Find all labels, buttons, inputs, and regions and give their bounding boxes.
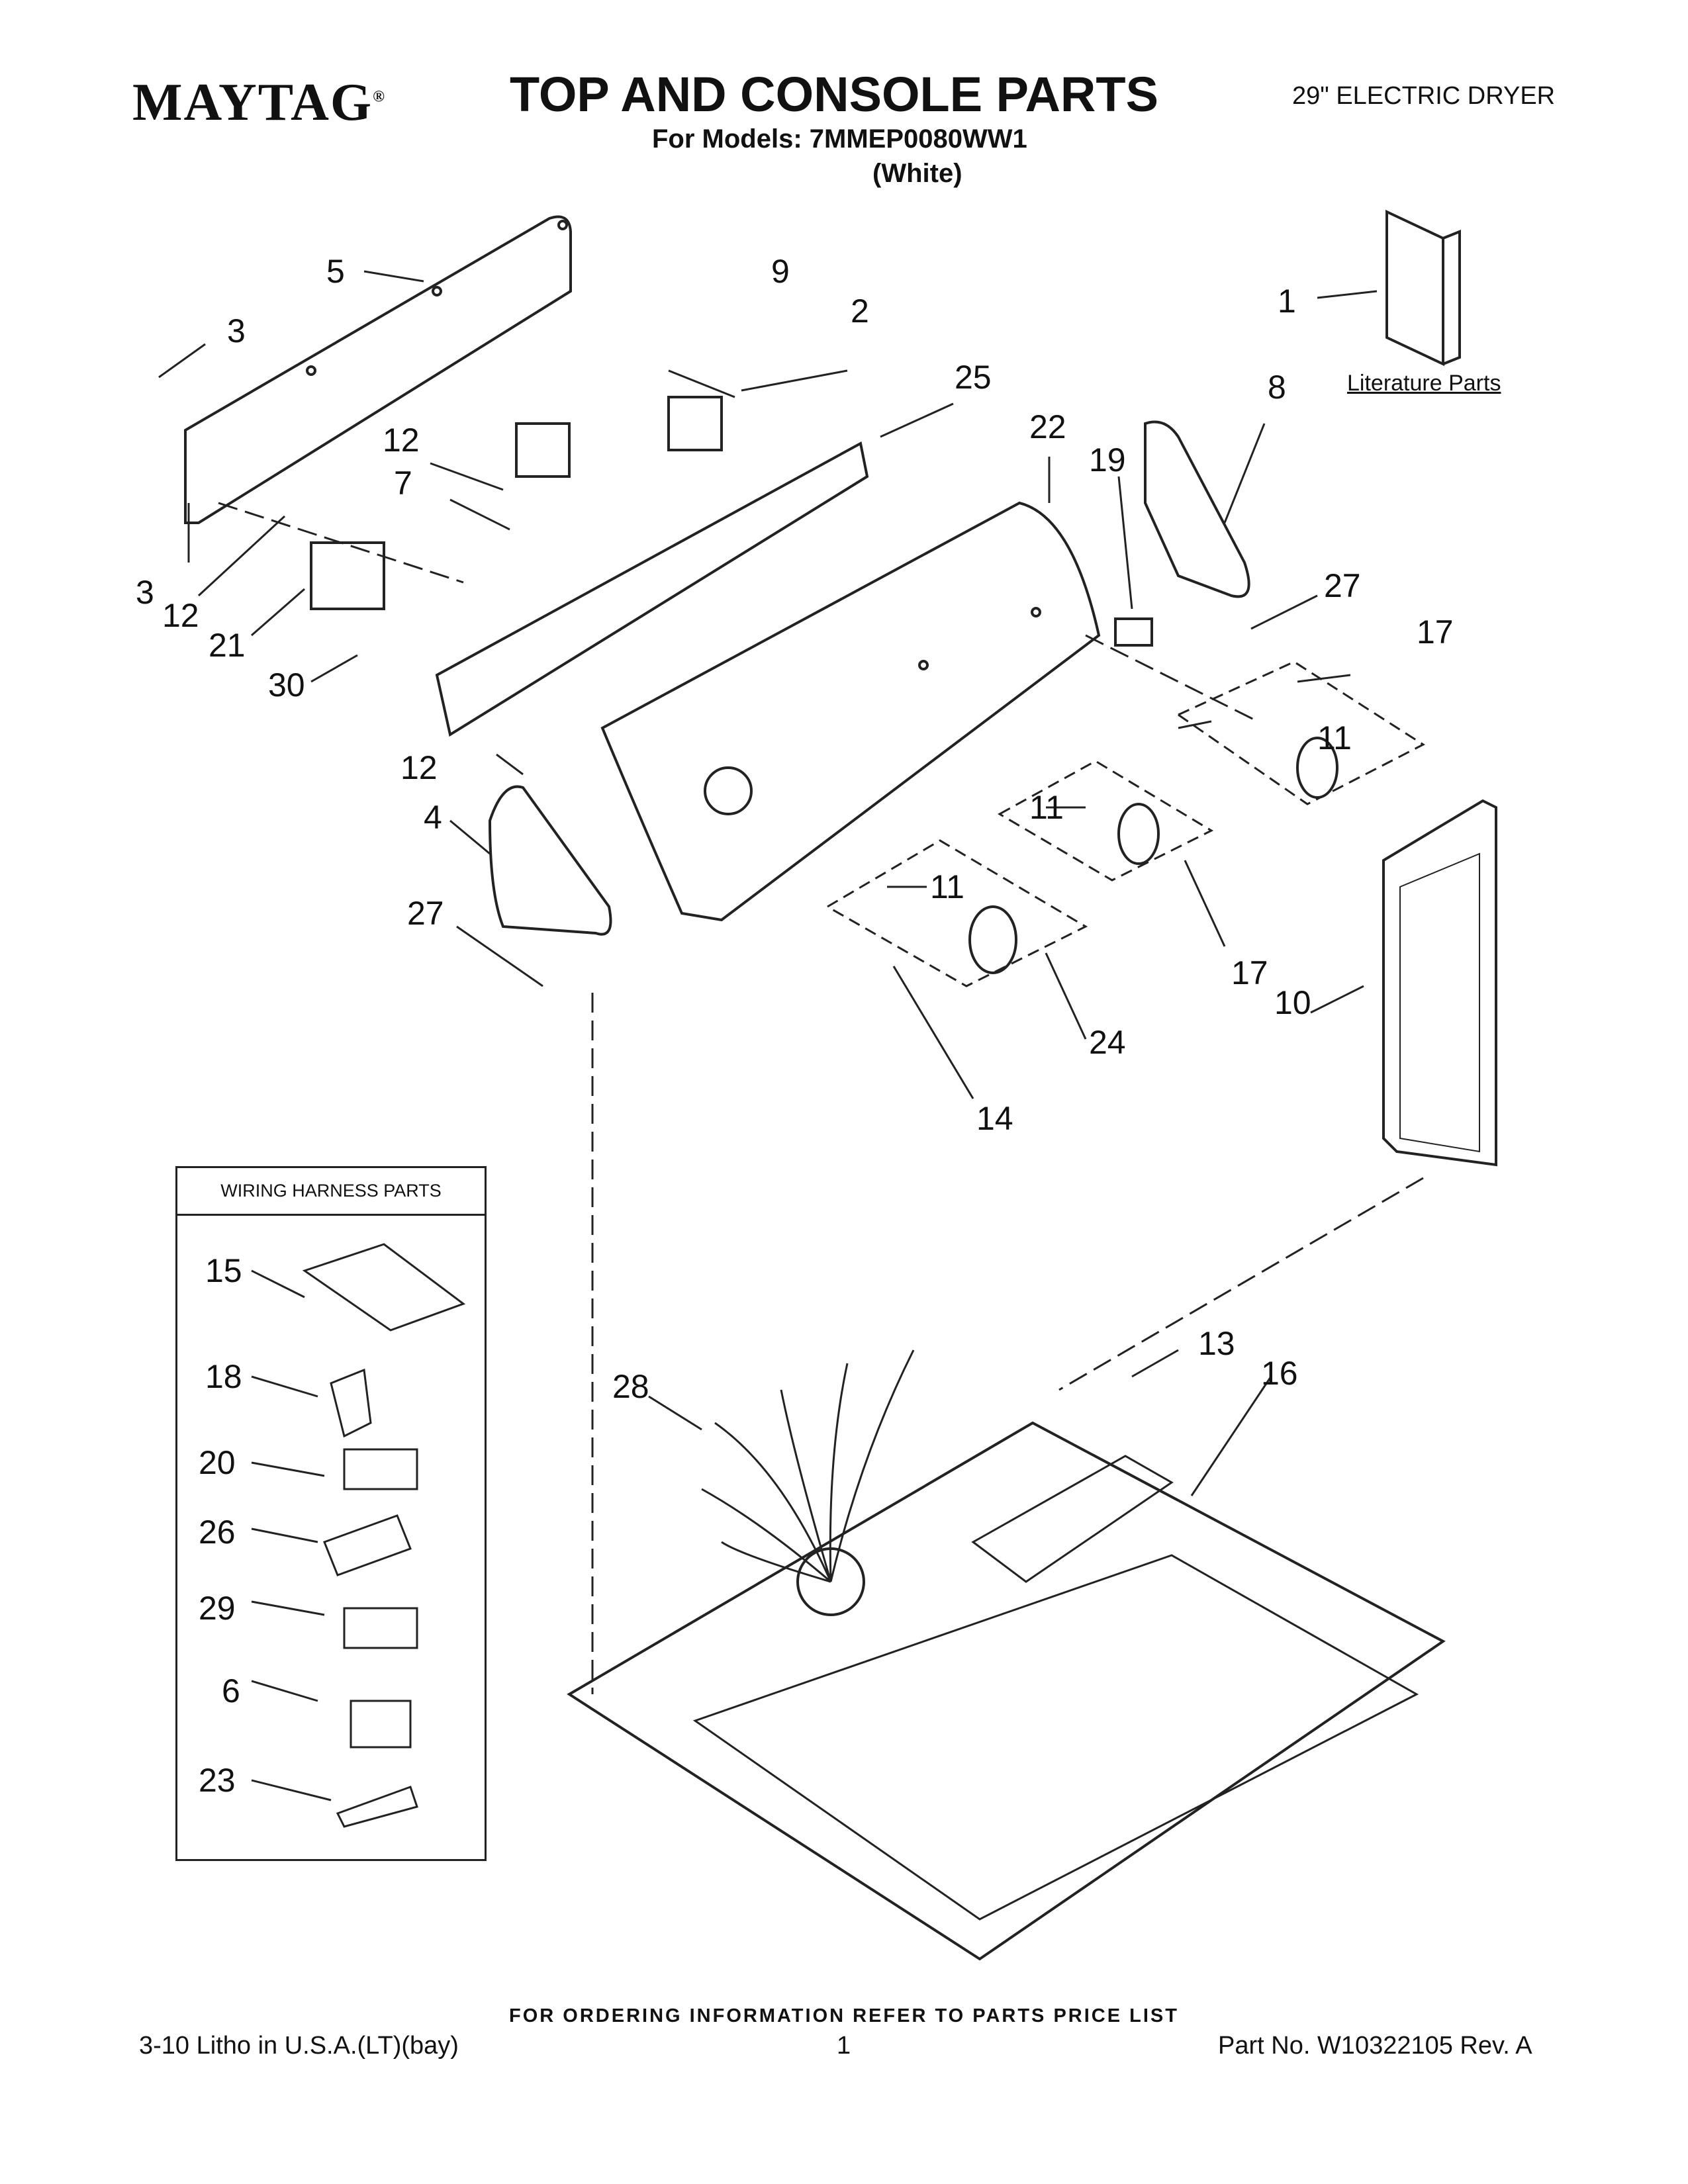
callout-1: 1: [1278, 283, 1296, 320]
part-8-end-cap-right: [1144, 420, 1250, 598]
callout-26: 26: [199, 1514, 236, 1551]
part-16-top-panel: [567, 1421, 1446, 1961]
callout-20: 20: [199, 1444, 236, 1481]
callout-14: 14: [976, 1100, 1013, 1137]
callout-4: 4: [424, 799, 442, 836]
part-10-lint-screen: [1382, 799, 1497, 1167]
callout-30: 30: [268, 666, 305, 704]
part-26-harness-connector: [323, 1514, 412, 1576]
wiring-harness-box: [175, 1166, 487, 1861]
part-1-literature: [1385, 209, 1461, 367]
knob-group-17a: [1176, 660, 1426, 805]
part-9-switch: [515, 422, 571, 478]
brand-logo: MAYTAG®: [132, 73, 386, 133]
model-color: (White): [872, 159, 962, 188]
callout-7: 7: [394, 465, 412, 502]
callout-28: 28: [612, 1368, 649, 1405]
part-5-rear-panel: [184, 215, 572, 524]
callout-13: 13: [1198, 1325, 1235, 1362]
part-23-harness-terminal: [336, 1786, 418, 1828]
product-label: 29" ELECTRIC DRYER: [1292, 82, 1556, 110]
callout-19: 19: [1089, 441, 1126, 478]
callout-22: 22: [1029, 408, 1066, 445]
part-18-harness-clip: [330, 1368, 372, 1438]
page-title: TOP AND CONSOLE PARTS: [510, 67, 1158, 122]
callout-18: 18: [205, 1358, 242, 1395]
ordering-note: FOR ORDERING INFORMATION REFER TO PARTS …: [509, 2005, 1179, 2026]
callout-17-top: 17: [1417, 614, 1454, 651]
callout-3-bottom: 3: [136, 574, 154, 611]
registered-mark: ®: [373, 88, 387, 106]
callout-12-a: 12: [383, 422, 420, 459]
callout-15: 15: [205, 1252, 242, 1289]
knob-group-24: [825, 839, 1088, 987]
callout-24: 24: [1089, 1024, 1126, 1061]
callout-12-b: 12: [162, 597, 199, 634]
callout-5: 5: [326, 253, 345, 290]
document-part-number: Part No. W10322105 Rev. A: [1218, 2032, 1532, 2060]
callout-23: 23: [199, 1762, 236, 1799]
page-number: 1: [837, 2032, 851, 2060]
callout-9: 9: [771, 253, 790, 290]
knob-group-17b: [997, 760, 1214, 882]
callout-11-middle: 11: [1029, 789, 1064, 826]
callout-29: 29: [199, 1590, 236, 1627]
part-20-harness-connector: [343, 1448, 418, 1490]
part-25-console-frame: [435, 441, 869, 737]
callout-3-top: 3: [227, 312, 246, 349]
callout-12-c: 12: [400, 749, 438, 786]
model-number: For Models: 7MMEP0080WW1: [652, 124, 1027, 154]
part-2-switch: [667, 396, 723, 451]
wiring-harness-title: WIRING HARNESS PARTS: [175, 1166, 487, 1216]
part-22-console: [600, 501, 1101, 922]
callout-10: 10: [1274, 984, 1311, 1021]
callout-8: 8: [1268, 369, 1286, 406]
callout-17-bottom: 17: [1231, 954, 1268, 991]
callout-27-left: 27: [407, 895, 444, 932]
callout-21: 21: [209, 627, 246, 664]
brand-name: MAYTAG: [132, 73, 373, 132]
part-15-harness-terminal-block: [302, 1243, 466, 1332]
part-4-end-cap-left: [488, 785, 612, 936]
part-21-timer: [310, 541, 385, 610]
part-6-harness-connector: [350, 1700, 412, 1749]
part-29-harness-connector: [343, 1607, 418, 1649]
part-28-wire-harness: [701, 1349, 915, 1583]
literature-parts-label: Literature Parts: [1347, 371, 1501, 396]
part-19-indicator: [1114, 617, 1153, 647]
callout-27-right: 27: [1324, 567, 1361, 604]
callout-25: 25: [955, 359, 992, 396]
litho-info: 3-10 Litho in U.S.A.(LT)(bay): [139, 2032, 459, 2060]
callout-2: 2: [851, 293, 869, 330]
callout-11-left: 11: [930, 868, 964, 905]
callout-16: 16: [1261, 1355, 1298, 1392]
callout-6: 6: [222, 1672, 240, 1709]
callout-11-right: 11: [1317, 719, 1352, 756]
